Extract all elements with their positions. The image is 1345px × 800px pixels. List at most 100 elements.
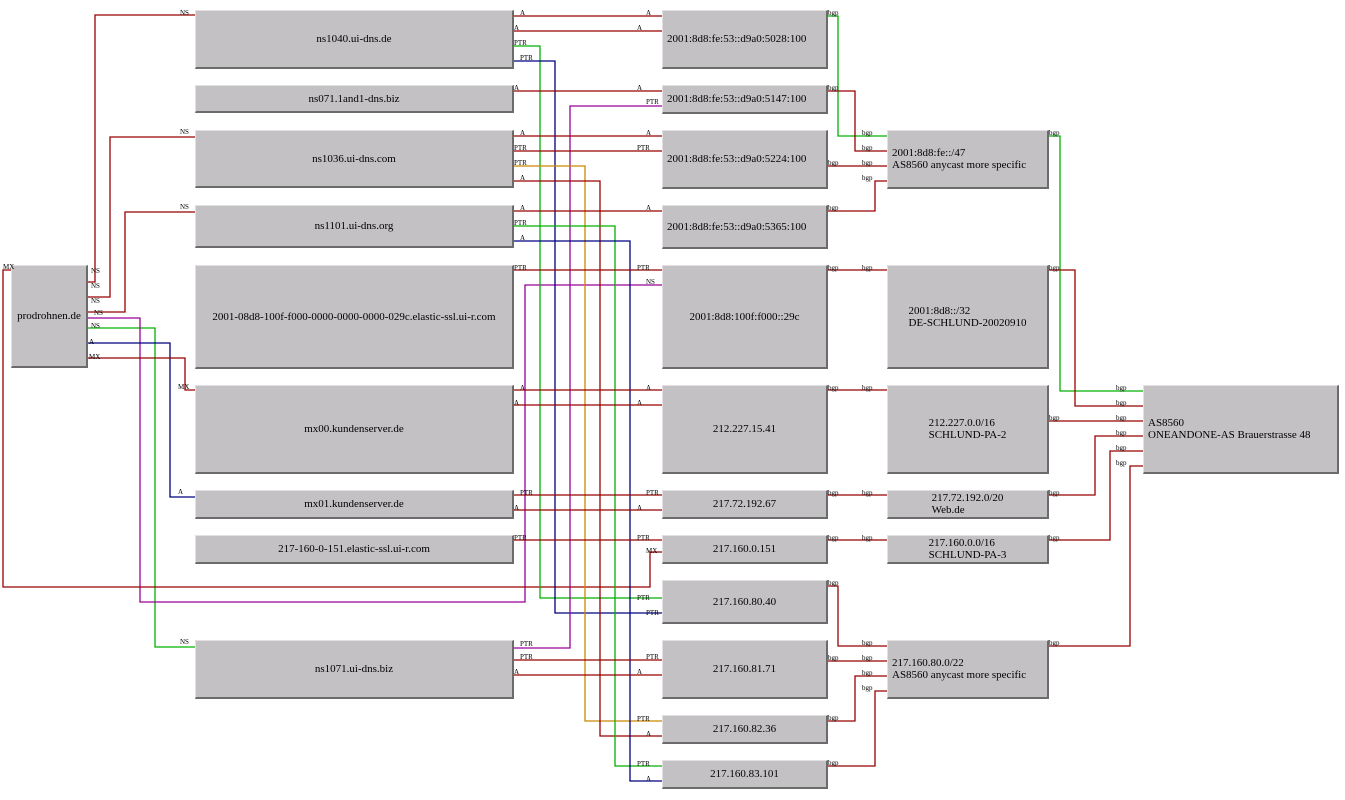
edge-line	[514, 105, 662, 649]
edge-source-label: MX	[3, 263, 15, 271]
edge-source-label: A	[514, 399, 520, 407]
edge-target-label: bgp	[862, 174, 873, 182]
node-mx01[interactable]: mx01.kundenserver.de	[195, 490, 514, 519]
node-label: ns1071.ui-dns.biz	[314, 663, 394, 675]
node-ip-217-160-0-151[interactable]: 217.160.0.151	[662, 535, 828, 564]
node-label: 217.72.192.67	[712, 498, 777, 510]
node-ip-217-160-80-40[interactable]: 217.160.80.40	[662, 580, 828, 624]
node-ns1101[interactable]: ns1101.ui-dns.org	[195, 205, 514, 248]
edge-source-label: A	[520, 174, 526, 182]
edge-line	[1049, 435, 1143, 496]
edge-source-label: PTR	[514, 534, 527, 542]
node-label: AS8560 ONEANDONE-AS Brauerstrasse 48	[1148, 417, 1311, 441]
edge-line	[828, 90, 887, 152]
edge-target-label: PTR	[637, 760, 650, 768]
edge-source-label: A	[514, 504, 520, 512]
edge-source-label: bgp	[1049, 639, 1060, 647]
node-v6-elastic-host[interactable]: 2001-08d8-100f-f000-0000-0000-0000-029c.…	[195, 265, 514, 369]
edge-target-label: bgp	[862, 159, 873, 167]
node-label: ns1101.ui-dns.org	[314, 220, 394, 232]
edge-line	[828, 675, 887, 722]
edge-target-label: A	[646, 775, 652, 783]
node-v4-elastic-host[interactable]: 217-160-0-151.elastic-ssl.ui-r.com	[195, 535, 514, 564]
edge-source-label: bgp	[1049, 129, 1060, 137]
node-ns1036[interactable]: ns1036.ui-dns.com	[195, 130, 514, 188]
node-prefix-2001-8d8-32[interactable]: 2001:8d8::/32 DE-SCHLUND-20020910	[887, 265, 1049, 369]
edge-target-label: bgp	[862, 489, 873, 497]
node-label: 217.160.0.0/16 SCHLUND-PA-3	[928, 537, 1007, 561]
edge-source-label: bgp	[828, 84, 839, 92]
edge-target-label: bgp	[1116, 414, 1127, 422]
node-ip-217-160-83-101[interactable]: 217.160.83.101	[662, 760, 828, 789]
edge-line	[514, 225, 662, 767]
edge-target-label: A	[637, 399, 643, 407]
edge-target-label: MX	[646, 547, 658, 555]
edge-line	[88, 211, 195, 313]
node-prefix-schlund-pa-3[interactable]: 217.160.0.0/16 SCHLUND-PA-3	[887, 535, 1049, 564]
edge-target-label: PTR	[520, 640, 533, 648]
edge-source-label: bgp	[828, 384, 839, 392]
edge-line	[88, 357, 195, 391]
edge-target-label: bgp	[862, 144, 873, 152]
node-prefix-web-de[interactable]: 217.72.192.0/20 Web.de	[887, 490, 1049, 519]
node-mx00[interactable]: mx00.kundenserver.de	[195, 385, 514, 474]
node-label: ns071.1and1-dns.biz	[308, 92, 400, 105]
edge-target-label: A	[646, 204, 652, 212]
edge-line	[514, 180, 662, 737]
edge-line	[88, 136, 195, 298]
node-ip-217-72-192-67[interactable]: 217.72.192.67	[662, 490, 828, 519]
edge-source-label: A	[514, 24, 520, 32]
edge-target-label: NS	[180, 638, 189, 646]
edge-target-label: bgp	[862, 534, 873, 542]
node-prefix-212-227[interactable]: 212.227.0.0/16 SCHLUND-PA-2	[887, 385, 1049, 474]
edge-source-label: bgp	[828, 9, 839, 17]
edge-target-label: bgp	[862, 264, 873, 272]
node-ip-5224[interactable]: 2001:8d8:fe:53::d9a0:5224:100	[662, 130, 828, 189]
edge-source-label: bgp	[828, 654, 839, 662]
edge-target-label: NS	[180, 128, 189, 136]
edge-line	[828, 180, 887, 212]
edge-target-label: bgp	[1116, 384, 1127, 392]
node-ip-5028[interactable]: 2001:8d8:fe:53::d9a0:5028:100	[662, 10, 828, 69]
edge-source-label: PTR	[514, 144, 527, 152]
edge-source-label: bgp	[1049, 534, 1060, 542]
node-ip-217-160-81-71[interactable]: 217.160.81.71	[662, 640, 828, 699]
edge-source-label: bgp	[828, 159, 839, 167]
edge-target-label: bgp	[862, 129, 873, 137]
node-prefix-2001-8d8-fe-47[interactable]: 2001:8d8:fe::/47 AS8560 anycast more spe…	[887, 130, 1049, 189]
node-as8560[interactable]: AS8560 ONEANDONE-AS Brauerstrasse 48	[1143, 385, 1339, 474]
edge-source-label: bgp	[828, 759, 839, 767]
edge-target-label: NS	[646, 278, 655, 286]
node-ip-29c[interactable]: 2001:8d8:100f:f000::29c	[662, 265, 828, 369]
edge-source-label: bgp	[828, 264, 839, 272]
edge-line	[88, 327, 195, 648]
node-ns1040[interactable]: ns1040.ui-dns.de	[195, 10, 514, 69]
edge-line	[88, 284, 662, 603]
edge-target-label: A	[637, 504, 643, 512]
edge-target-label: bgp	[1116, 444, 1127, 452]
edge-target-label: A	[637, 24, 643, 32]
edge-target-label: A	[637, 84, 643, 92]
node-label: 212.227.0.0/16 SCHLUND-PA-2	[928, 417, 1007, 441]
node-ip-5365[interactable]: 2001:8d8:fe:53::d9a0:5365:100	[662, 205, 828, 249]
edge-target-label: bgp	[862, 639, 873, 647]
node-label: 2001:8d8:fe:53::d9a0:5224:100	[667, 153, 807, 165]
node-ip-217-160-82-36[interactable]: 217.160.82.36	[662, 715, 828, 744]
node-label: ns1040.ui-dns.de	[316, 33, 392, 45]
edge-target-label: PTR	[637, 144, 650, 152]
edge-source-label: A	[520, 9, 526, 17]
edge-source-label: A	[514, 84, 520, 92]
node-label: 217.160.0.151	[712, 543, 777, 555]
node-prodrohnen-de[interactable]: prodrohnen.de	[11, 265, 88, 368]
node-label: 217.160.82.36	[712, 723, 777, 735]
edge-line	[514, 60, 662, 614]
node-ns1071[interactable]: ns1071.ui-dns.biz	[195, 640, 514, 699]
node-ip-212-227-15-41[interactable]: 212.227.15.41	[662, 385, 828, 474]
edge-line	[514, 45, 662, 599]
node-label: 2001:8d8:fe:53::d9a0:5147:100	[667, 93, 807, 105]
node-ip-5147[interactable]: 2001:8d8:fe:53::d9a0:5147:100	[662, 85, 828, 114]
node-label: 2001-08d8-100f-f000-0000-0000-0000-029c.…	[212, 310, 496, 323]
node-prefix-217-160-80-22[interactable]: 217.160.80.0/22 AS8560 anycast more spec…	[887, 640, 1049, 699]
node-ns071[interactable]: ns071.1and1-dns.biz	[195, 85, 514, 113]
